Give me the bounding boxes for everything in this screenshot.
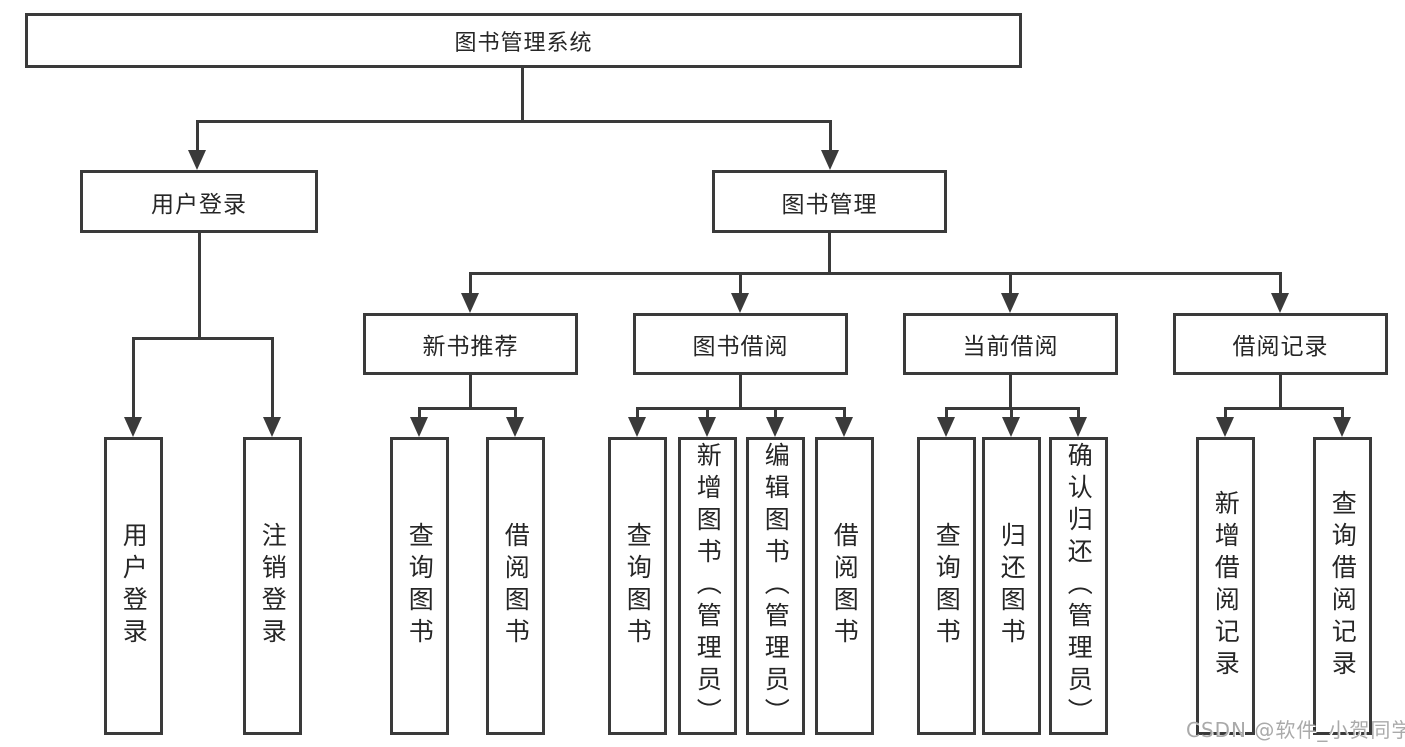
connector-line — [196, 120, 832, 123]
connector-line — [1279, 375, 1282, 410]
node-recommend-query-books: 查询图书 — [390, 437, 449, 735]
connector-line — [271, 337, 274, 419]
arrow-down-icon — [698, 417, 716, 437]
arrow-down-icon — [263, 417, 281, 437]
node-borrowing-edit-books: 编辑图书（管理员） — [746, 437, 805, 735]
node-library-system: 图书管理系统 — [25, 13, 1022, 68]
node-user-login: 用户登录 — [80, 170, 318, 233]
node-borrowing-add-books: 新增图书（管理员） — [678, 437, 737, 735]
connector-line — [469, 272, 472, 296]
arrow-down-icon — [1069, 417, 1087, 437]
connector-line — [1077, 407, 1080, 421]
csdn-watermark: CSDN @软件_小贺同学 — [1186, 718, 1405, 742]
connector-line — [1341, 407, 1344, 421]
connector-line — [469, 375, 472, 410]
node-leaf-logout-label: 注销登录 — [258, 522, 288, 650]
connector-line — [196, 120, 199, 152]
connector-line — [514, 407, 517, 421]
connector-line — [636, 407, 639, 421]
node-book-management-label: 图书管理 — [781, 191, 878, 218]
node-current-confirm-return-label: 确认归还（管理员） — [1064, 442, 1094, 730]
arrow-down-icon — [937, 417, 955, 437]
node-current-query-books-label: 查询图书 — [932, 522, 962, 650]
node-leaf-logout: 注销登录 — [243, 437, 302, 735]
connector-line — [418, 407, 421, 421]
node-records-query-record-label: 查询借阅记录 — [1328, 490, 1358, 682]
node-book-borrowing-label: 图书借阅 — [692, 334, 789, 360]
connector-line — [132, 337, 274, 340]
node-records-query-record: 查询借阅记录 — [1313, 437, 1372, 735]
connector-line — [843, 407, 846, 421]
connector-line — [739, 375, 742, 410]
arrow-down-icon — [1333, 417, 1351, 437]
node-current-confirm-return: 确认归还（管理员） — [1049, 437, 1108, 735]
node-borrowing-records-label: 借阅记录 — [1232, 334, 1329, 360]
node-records-add-record: 新增借阅记录 — [1196, 437, 1255, 735]
connector-line — [828, 233, 831, 274]
node-library-system-label: 图书管理系统 — [454, 30, 593, 56]
arrow-down-icon — [1002, 417, 1020, 437]
connector-line — [1224, 407, 1227, 421]
connector-line — [469, 272, 1281, 275]
node-user-login-label: 用户登录 — [151, 191, 247, 218]
arrow-down-icon — [1216, 417, 1234, 437]
arrow-down-icon — [821, 150, 839, 170]
node-current-return-books-label: 归还图书 — [997, 522, 1027, 650]
connector-line — [132, 337, 135, 419]
connector-line — [1010, 407, 1013, 421]
connector-line — [706, 407, 709, 421]
arrow-down-icon — [628, 417, 646, 437]
arrow-down-icon — [1271, 293, 1289, 313]
arrow-down-icon — [1001, 293, 1019, 313]
node-borrowing-query-books-label: 查询图书 — [623, 522, 653, 650]
connector-line — [1279, 272, 1282, 296]
node-current-return-books: 归还图书 — [982, 437, 1041, 735]
node-recommend-borrow-books-label: 借阅图书 — [501, 522, 531, 650]
node-current-query-books: 查询图书 — [917, 437, 976, 735]
arrow-down-icon — [835, 417, 853, 437]
connector-line — [521, 68, 524, 123]
connector-line — [945, 407, 948, 421]
arrow-down-icon — [410, 417, 428, 437]
connector-line — [1224, 407, 1344, 410]
node-new-book-recommend: 新书推荐 — [363, 313, 578, 375]
node-borrowing-edit-books-label: 编辑图书（管理员） — [761, 442, 791, 730]
node-book-management: 图书管理 — [712, 170, 947, 233]
node-leaf-user-login: 用户登录 — [104, 437, 163, 735]
connector-line — [774, 407, 777, 421]
node-new-book-recommend-label: 新书推荐 — [422, 334, 519, 360]
connector-line — [1009, 272, 1012, 296]
node-current-borrowing-label: 当前借阅 — [962, 334, 1059, 360]
node-current-borrowing: 当前借阅 — [903, 313, 1118, 375]
connector-line — [418, 407, 517, 410]
node-book-borrowing: 图书借阅 — [633, 313, 848, 375]
node-records-add-record-label: 新增借阅记录 — [1211, 490, 1241, 682]
arrow-down-icon — [188, 150, 206, 170]
connector-line — [636, 407, 846, 410]
arrow-down-icon — [766, 417, 784, 437]
connector-line — [739, 272, 742, 296]
connector-line — [198, 233, 201, 340]
node-recommend-borrow-books: 借阅图书 — [486, 437, 545, 735]
connector-line — [829, 120, 832, 152]
arrow-down-icon — [731, 293, 749, 313]
arrow-down-icon — [124, 417, 142, 437]
node-borrowing-records: 借阅记录 — [1173, 313, 1388, 375]
node-borrowing-borrow-books-label: 借阅图书 — [830, 522, 860, 650]
node-borrowing-query-books: 查询图书 — [608, 437, 667, 735]
arrow-down-icon — [506, 417, 524, 437]
node-borrowing-add-books-label: 新增图书（管理员） — [693, 442, 723, 730]
connector-line — [1009, 375, 1012, 410]
arrow-down-icon — [461, 293, 479, 313]
node-borrowing-borrow-books: 借阅图书 — [815, 437, 874, 735]
node-leaf-user-login-label: 用户登录 — [119, 522, 149, 650]
node-recommend-query-books-label: 查询图书 — [405, 522, 435, 650]
